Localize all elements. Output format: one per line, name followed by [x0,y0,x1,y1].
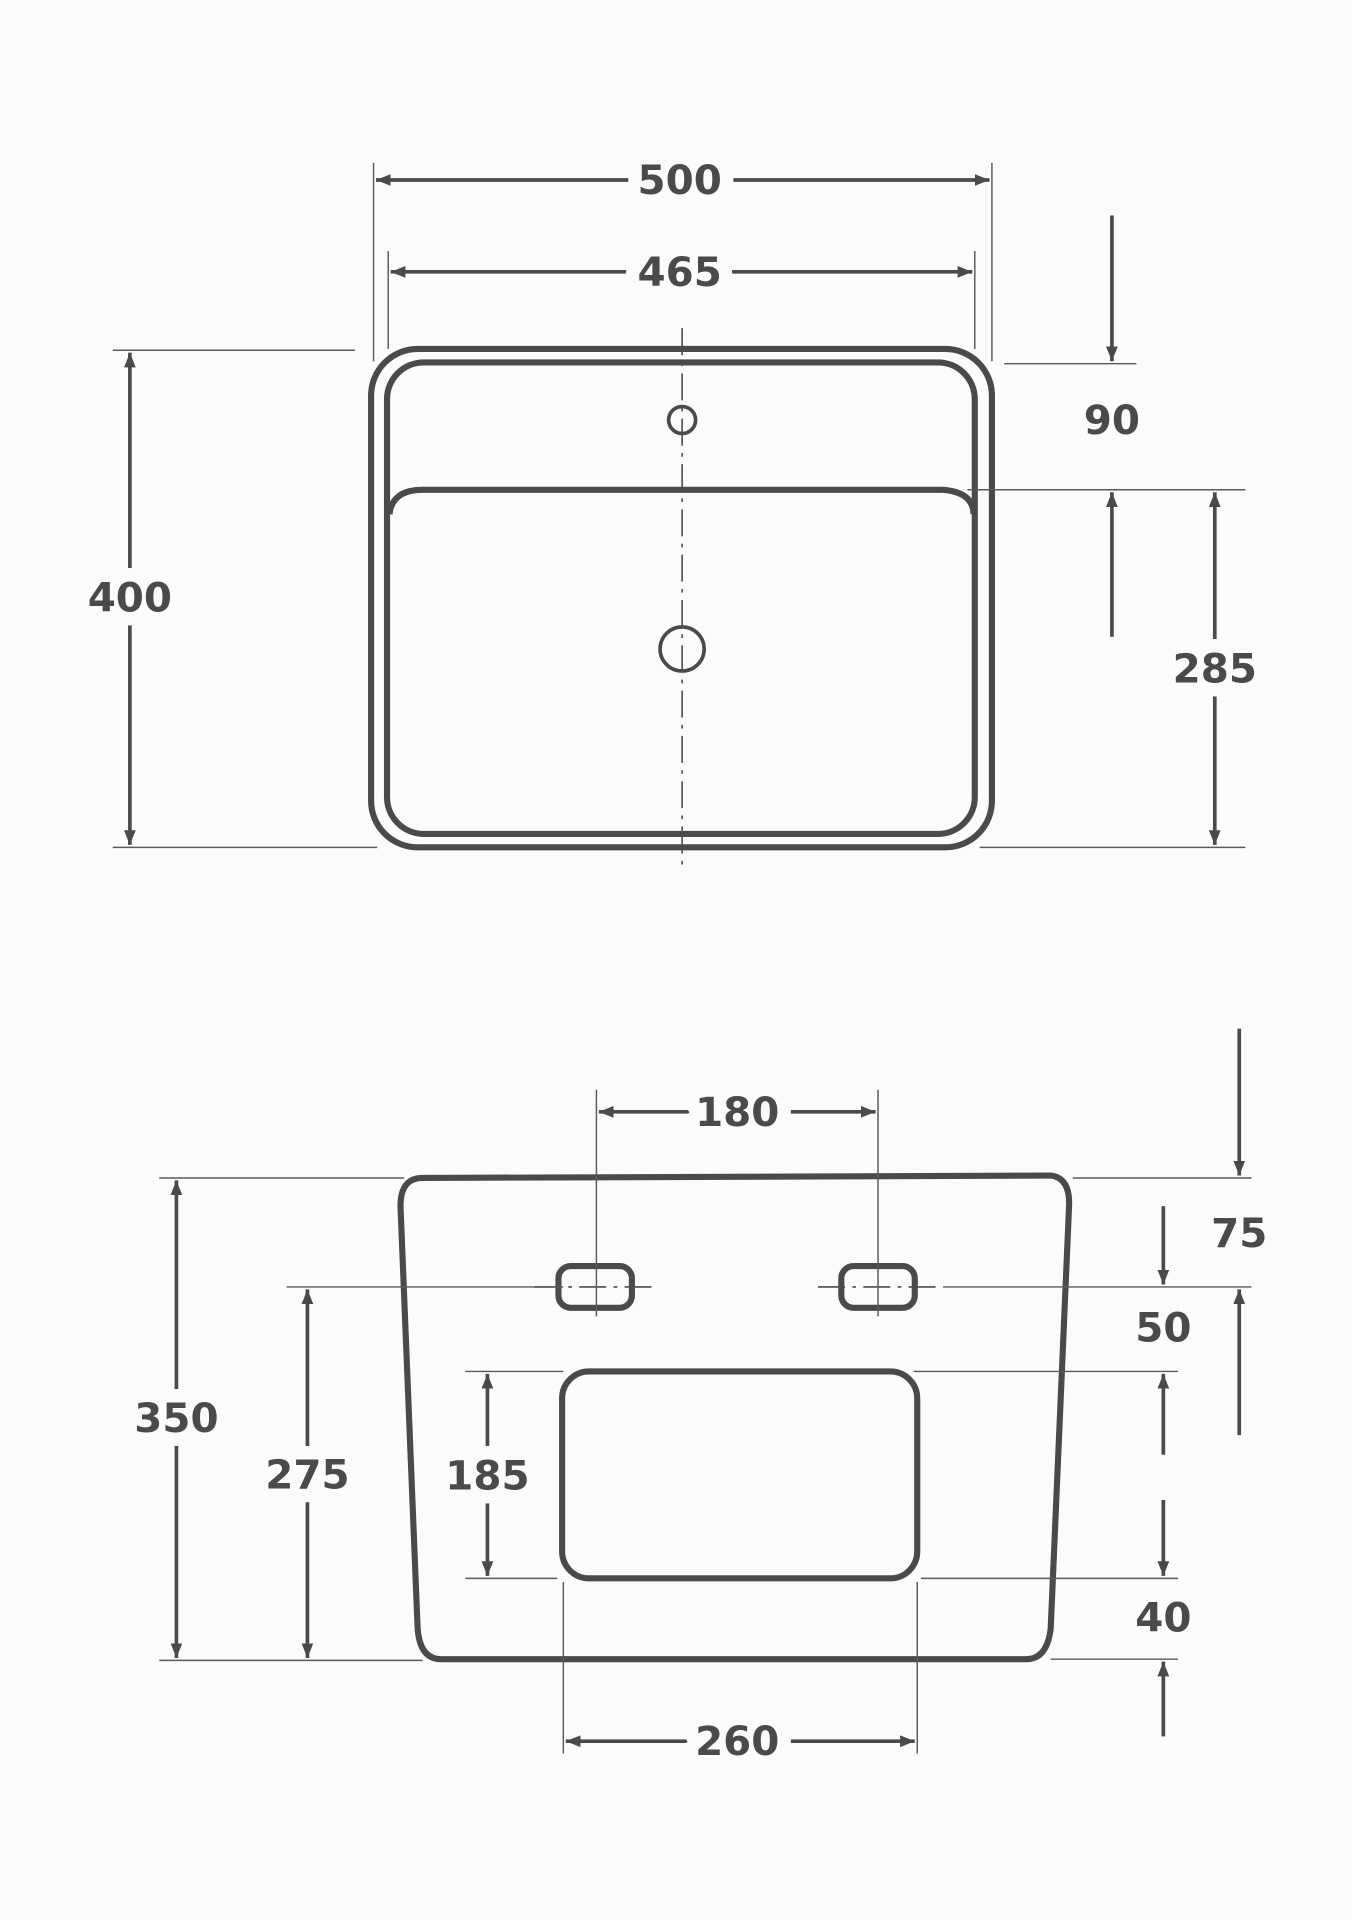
dim-label-260: 260 [695,1717,779,1765]
dim-label-465: 465 [638,248,722,296]
drain-hole [658,625,707,673]
dim-label-40: 40 [1135,1594,1191,1642]
tap-hole [666,404,698,436]
dim-label-75: 75 [1211,1209,1267,1257]
front-view-basin [397,1172,1073,1663]
dimensions: 500 465 400 90 285 180 350 275 185 260 75 50 40 [74,143,1281,1779]
dim-label-350: 350 [134,1394,218,1442]
dim-label-275: 275 [265,1450,349,1498]
dim-label-90: 90 [1084,396,1140,444]
dim-label-400: 400 [88,574,172,622]
extension-lines [112,162,1252,1754]
basin-inner-edge [383,359,978,837]
top-view-basin [368,328,995,870]
dim-label-180: 180 [695,1088,779,1136]
basin-profile [397,1172,1073,1663]
dim-label-500: 500 [638,156,722,204]
waste-opening [559,1368,921,1582]
dim-label-285: 285 [1173,645,1257,693]
dim-label-185: 185 [445,1452,529,1500]
dim-label-50: 50 [1135,1303,1191,1351]
